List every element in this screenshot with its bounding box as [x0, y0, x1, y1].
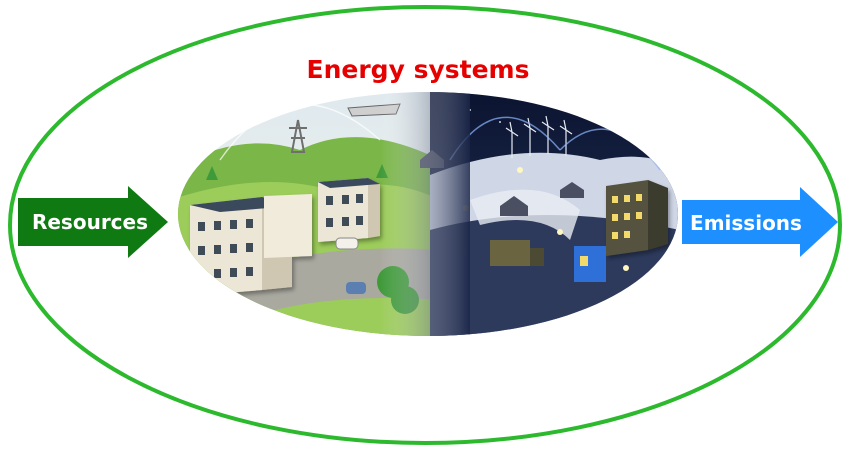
emissions-label: Emissions [690, 211, 802, 235]
emissions-arrow: Emissions [682, 187, 838, 257]
energy-town-illustration [178, 92, 678, 336]
system-boundary-ellipse [8, 5, 842, 445]
diagram-title: Energy systems [307, 55, 530, 84]
resources-label: Resources [32, 210, 148, 234]
resources-arrow: Resources [18, 186, 168, 258]
